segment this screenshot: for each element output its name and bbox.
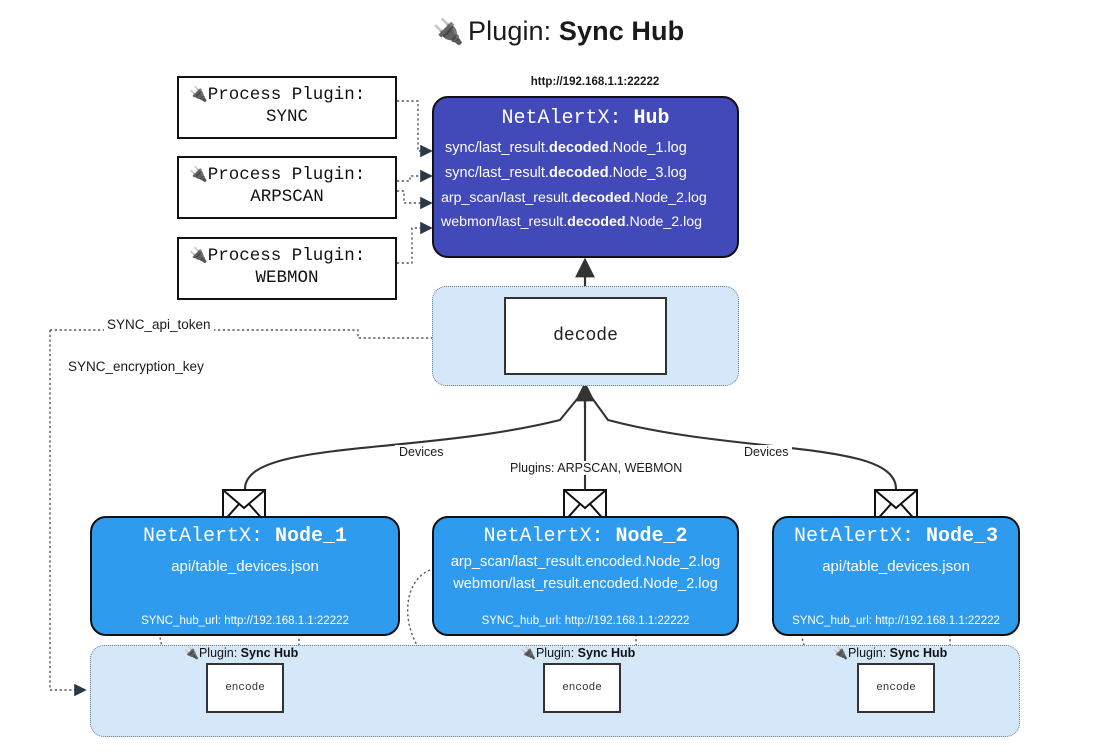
plug-icon: 🔌: [833, 646, 848, 660]
node-title: NetAlertX: Node_1: [142, 525, 348, 548]
node-hub-url: SYNC_hub_url: http://192.168.1.1:22222: [481, 615, 690, 627]
edge-arpscan-to-log3: [397, 190, 433, 210]
process-plugin-sync-box[interactable]: 🔌Process Plugin: SYNC: [177, 76, 397, 139]
edge-label-devices-left: Devices: [395, 445, 448, 459]
sync-api-token-label: SYNC_api_token: [104, 317, 214, 332]
encode-box[interactable]: encode: [857, 663, 935, 713]
node-hub-url: SYNC_hub_url: http://192.168.1.1:22222: [141, 615, 349, 627]
plug-icon: 🔌: [432, 18, 465, 46]
hub-title: NetAlertX: Hub: [501, 107, 670, 130]
hub-log-entry: sync/last_result.decoded.Node_1.log: [445, 140, 687, 156]
process-plugin-arpscan-line1: 🔌Process Plugin:: [189, 165, 366, 185]
edge-sync-to-log1: [397, 100, 433, 158]
process-plugin-arpscan-box[interactable]: 🔌Process Plugin: ARPSCAN: [177, 156, 397, 219]
plugin-tag-sync-hub: 🔌Plugin: Sync Hub: [184, 646, 299, 660]
node-line: arp_scan/last_result.encoded.Node_2.log: [450, 554, 721, 570]
plugin-tag-sync-hub: 🔌Plugin: Sync Hub: [833, 646, 948, 660]
node-box-node1[interactable]: NetAlertX: Node_1 api/table_devices.json…: [90, 516, 400, 636]
edge-encryption-key-to-encode-zone: [49, 330, 87, 697]
plug-icon: 🔌: [189, 165, 208, 183]
hub-box[interactable]: NetAlertX: Hub sync/last_result.decoded.…: [432, 96, 739, 258]
process-plugin-arpscan-line2: ARPSCAN: [250, 187, 324, 208]
edge-webmon-to-log4: [397, 221, 433, 264]
edge-label-devices-right: Devices: [740, 445, 793, 459]
node-hub-url: SYNC_hub_url: http://192.168.1.1:22222: [792, 615, 1000, 627]
page-title-lead: Plugin:: [468, 16, 559, 46]
node-title: NetAlertX: Node_3: [793, 525, 999, 548]
edge-arpscan-to-log2: [397, 169, 433, 183]
process-plugin-webmon-box[interactable]: 🔌Process Plugin: WEBMON: [177, 237, 397, 300]
node-box-node2[interactable]: NetAlertX: Node_2 arp_scan/last_result.e…: [432, 516, 739, 636]
edge-node3-to-decode: [591, 397, 898, 490]
process-plugin-webmon-line2: WEBMON: [255, 268, 319, 289]
decode-box[interactable]: decode: [504, 297, 667, 375]
edge-label-plugins-center: Plugins: ARPSCAN, WEBMON: [506, 461, 687, 475]
encode-box[interactable]: encode: [206, 663, 284, 713]
hub-log-entry: sync/last_result.decoded.Node_3.log: [445, 164, 687, 181]
encode-box[interactable]: encode: [543, 663, 621, 713]
page-title-strong: Sync Hub: [558, 16, 685, 46]
edge-node1-to-decode: [243, 397, 579, 490]
node-line: api/table_devices.json: [171, 558, 319, 575]
sync-encryption-key-label: SYNC_encryption_key: [65, 359, 207, 374]
plug-icon: 🔌: [189, 85, 208, 103]
process-plugin-sync-line1: 🔌Process Plugin:: [189, 85, 366, 105]
hub-log-entry: webmon/last_result.decoded.Node_2.log: [441, 214, 703, 231]
node-line: api/table_devices.json: [822, 558, 970, 575]
plug-icon: 🔌: [521, 646, 536, 660]
plug-icon: 🔌: [184, 646, 199, 660]
hub-log-entry: arp_scan/last_result.decoded.Node_2.log: [441, 189, 707, 206]
node-line: webmon/last_result.encoded.Node_2.log: [453, 576, 718, 592]
hub-url-label: http://192.168.1.1:22222: [530, 76, 660, 88]
node-title: NetAlertX: Node_2: [483, 525, 688, 548]
page-title: 🔌Plugin: Sync Hub: [0, 16, 1117, 47]
plugin-tag-sync-hub: 🔌Plugin: Sync Hub: [521, 646, 636, 660]
plug-icon: 🔌: [189, 246, 208, 264]
process-plugin-sync-line2: SYNC: [265, 107, 308, 128]
node-box-node3[interactable]: NetAlertX: Node_3 api/table_devices.json…: [772, 516, 1020, 636]
process-plugin-webmon-line1: 🔌Process Plugin:: [189, 246, 366, 266]
